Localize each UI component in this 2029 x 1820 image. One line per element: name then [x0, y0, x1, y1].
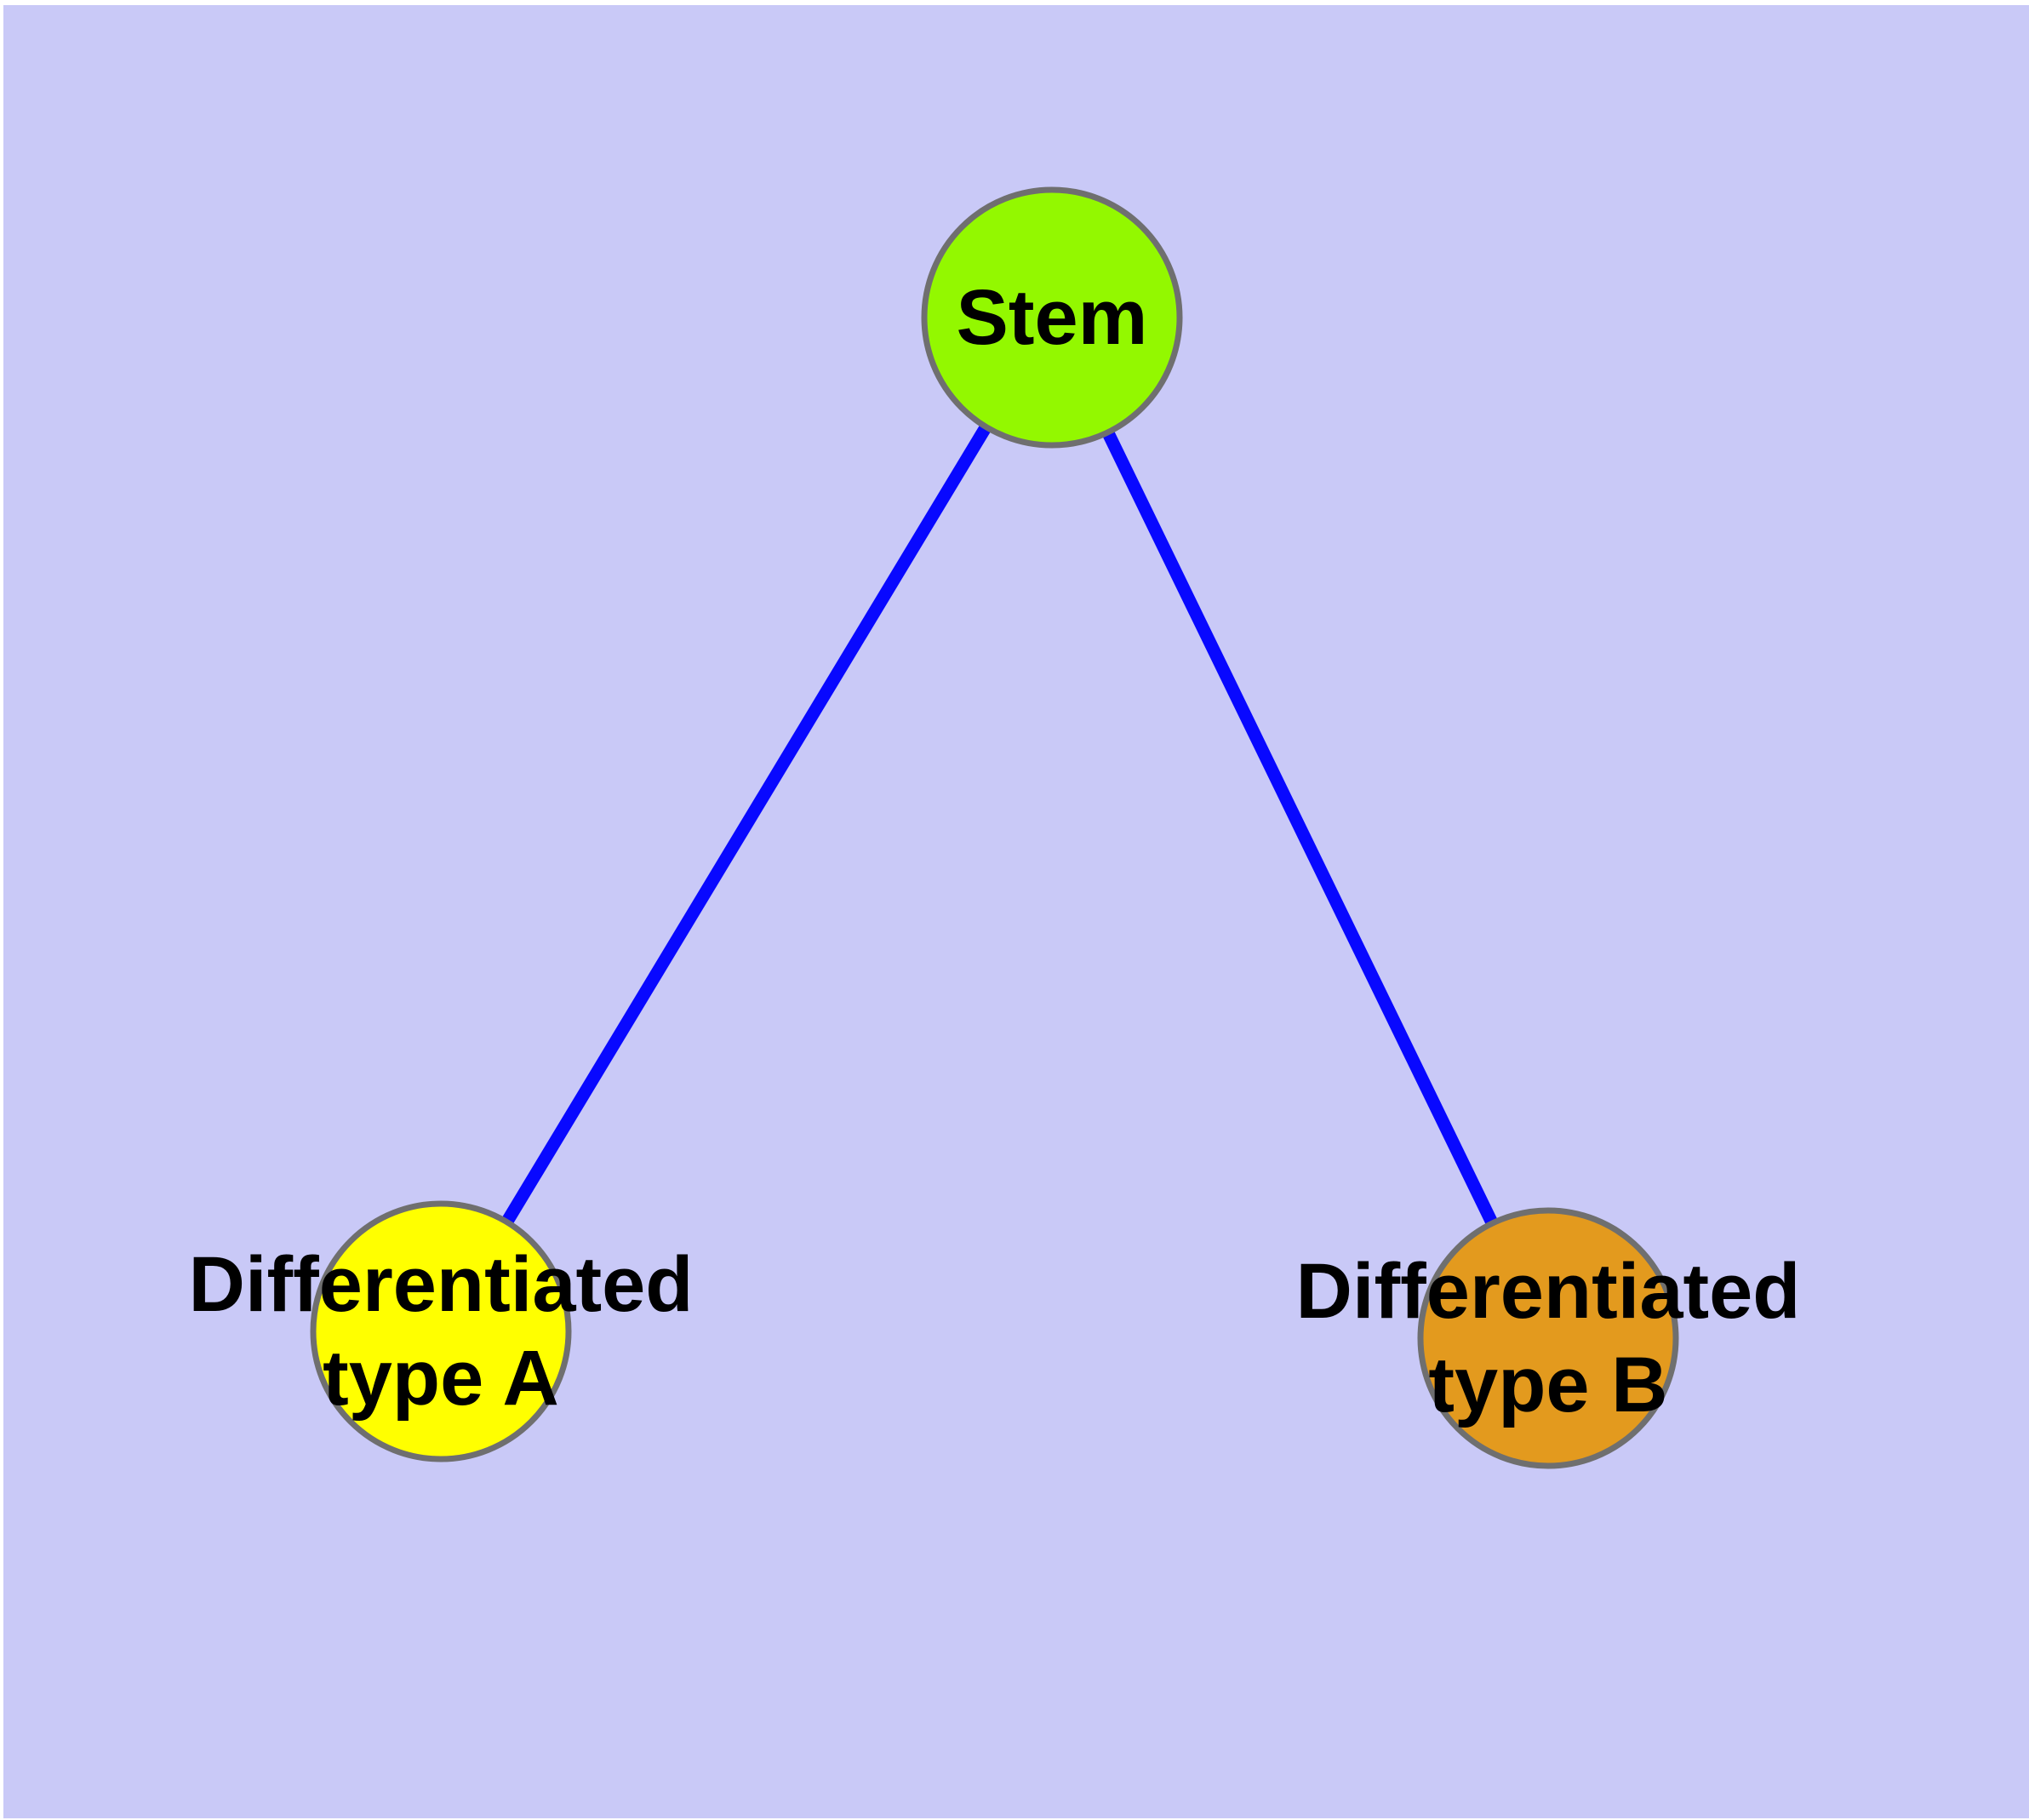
edge-stem-to-type-b — [1046, 314, 1554, 1342]
node-type-a-circle — [310, 1200, 572, 1462]
node-type-b-circle — [1417, 1207, 1679, 1469]
node-stem-circle — [921, 186, 1183, 449]
edge-stem-to-type-a — [435, 314, 1058, 1335]
